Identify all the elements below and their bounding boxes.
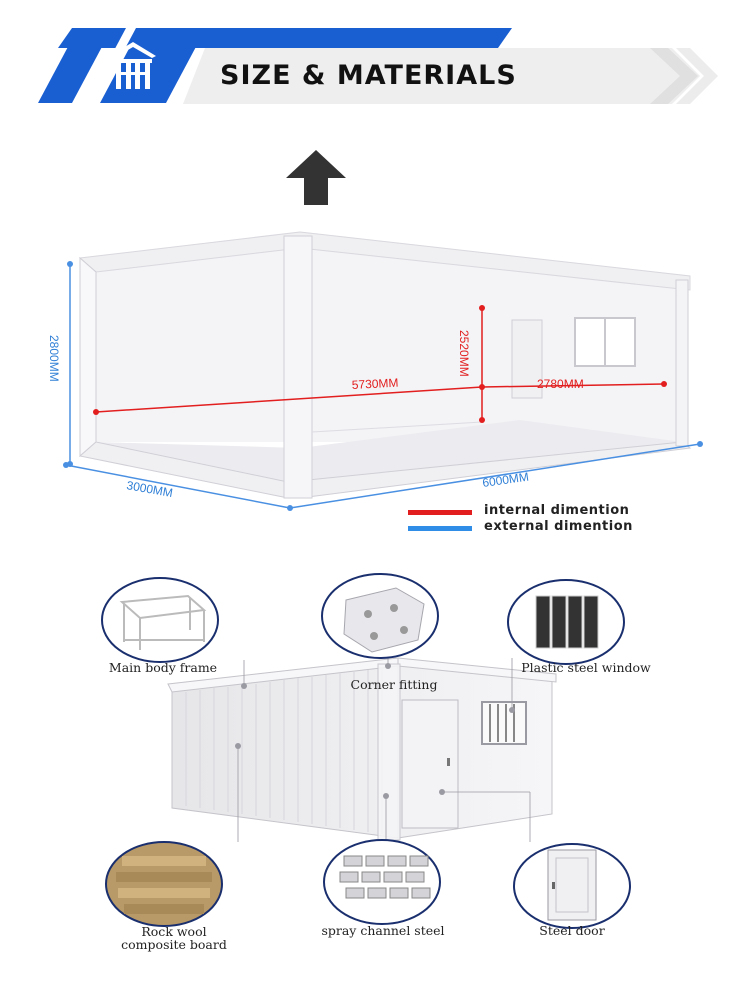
label-rock-wool: Rock wool composite board xyxy=(104,925,244,951)
plastic-steel-window-image xyxy=(507,579,625,665)
door-outline xyxy=(511,319,543,399)
external-length-label: 6000MM xyxy=(481,470,529,490)
legend-swatch-external xyxy=(408,526,472,531)
materials-diagram xyxy=(101,573,631,929)
spray-channel-steel-image xyxy=(323,839,441,925)
rock-wool-image xyxy=(105,841,223,927)
barred-window-icon xyxy=(481,701,527,745)
main-body-frame-image xyxy=(101,577,219,663)
external-height-label: 2800MM xyxy=(47,335,61,382)
label-rock-wool-line2: composite board xyxy=(121,937,227,952)
label-rock-wool-line1: Rock wool xyxy=(141,924,207,939)
external-width-label: 3000MM xyxy=(125,478,173,500)
dimension-diagram: 2800MM 3000MM 6000MM 5730MM 2780MM 2520M… xyxy=(47,150,703,511)
brand-logo-icon xyxy=(110,42,156,89)
steel-door-image xyxy=(513,843,631,929)
header-banner: SIZE & MATERIALS xyxy=(0,0,750,120)
container-floor xyxy=(96,420,682,482)
label-corner-fitting: Corner fitting xyxy=(350,677,438,692)
legend-swatch-internal xyxy=(408,510,472,515)
legend-label-external: external dimention xyxy=(484,519,633,534)
page-title: SIZE & MATERIALS xyxy=(220,60,517,91)
window-icon xyxy=(574,317,636,367)
internal-length-label: 5730MM xyxy=(351,376,398,392)
label-main-body-frame: Main body frame xyxy=(108,660,218,675)
container-unit xyxy=(167,657,557,841)
up-arrow-icon xyxy=(286,150,346,205)
internal-height-label: 2520MM xyxy=(457,330,471,377)
label-plastic-steel-window: Plastic steel window xyxy=(521,660,651,675)
legend-label-internal: internal dimention xyxy=(484,503,630,518)
label-steel-door: Steel door xyxy=(539,923,605,938)
label-spray-channel-steel: spray channel steel xyxy=(321,923,445,938)
internal-width-label: 2780MM xyxy=(537,377,584,391)
corner-fitting-image xyxy=(321,573,439,659)
